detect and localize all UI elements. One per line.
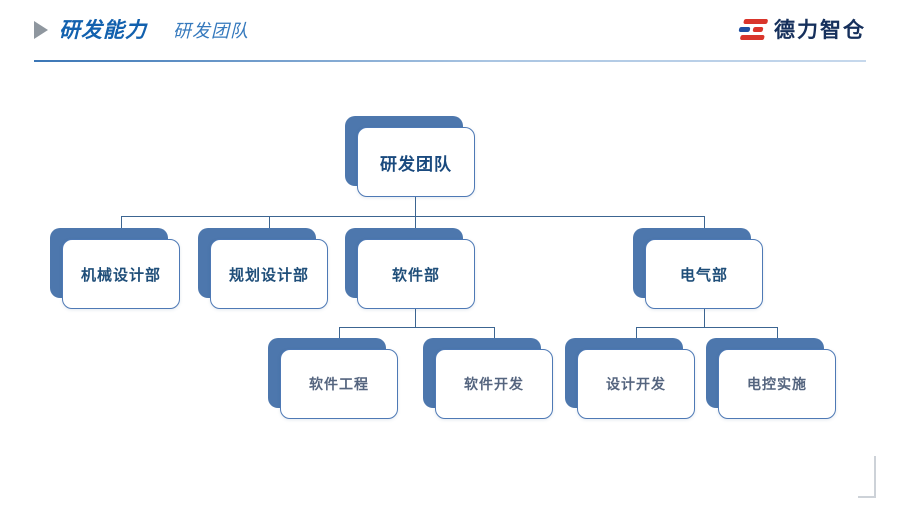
connector-root-drop: [415, 197, 416, 216]
node-card: 软件部: [357, 239, 475, 309]
node-card: 规划设计部: [210, 239, 328, 309]
org-node-electrical-dept: 电气部: [633, 228, 763, 310]
node-card: 研发团队: [357, 127, 475, 197]
org-node-label: 机械设计部: [80, 265, 161, 284]
org-node-software-development: 软件开发: [423, 338, 553, 420]
org-node-label: 设计开发: [606, 377, 666, 393]
org-node-label: 电气部: [679, 265, 728, 284]
connector-electrical-stem: [704, 309, 705, 327]
org-node-software-engineering: 软件工程: [268, 338, 398, 420]
org-node-label: 软件开发: [464, 377, 524, 393]
header-divider: [34, 60, 866, 62]
org-node-mechanical-design: 机械设计部: [50, 228, 180, 310]
logo-icon: [737, 18, 769, 40]
connector-software-bus: [339, 327, 494, 328]
company-logo: 德力智仓: [737, 14, 866, 44]
corner-bracket-decoration: [858, 456, 876, 498]
slide-header: 研发能力 研发团队 德力智仓: [0, 0, 900, 58]
page-title: 研发能力: [59, 18, 147, 42]
org-node-planning-design: 规划设计部: [198, 228, 328, 310]
node-card: 机械设计部: [62, 239, 180, 309]
connector-electrical-bus: [636, 327, 777, 328]
org-node-software-dept: 软件部: [345, 228, 475, 310]
connector-level2-bus: [121, 216, 704, 217]
org-node-control-implementation: 电控实施: [706, 338, 836, 420]
org-node-root-label: 研发团队: [380, 154, 452, 175]
org-node-label: 软件部: [391, 265, 440, 284]
node-card: 软件工程: [280, 349, 398, 419]
node-card: 电气部: [645, 239, 763, 309]
logo-text: 德力智仓: [774, 18, 866, 42]
org-node-label: 规划设计部: [228, 265, 309, 284]
org-node-label: 软件工程: [309, 377, 369, 393]
node-card: 电控实施: [718, 349, 836, 419]
triangle-bullet-icon: [34, 21, 48, 39]
connector-software-stem: [415, 309, 416, 327]
org-node-root: 研发团队: [345, 116, 475, 198]
org-node-design-development: 设计开发: [565, 338, 695, 420]
org-node-label: 电控实施: [747, 377, 807, 393]
page-subtitle: 研发团队: [173, 21, 249, 42]
node-card: 设计开发: [577, 349, 695, 419]
node-card: 软件开发: [435, 349, 553, 419]
